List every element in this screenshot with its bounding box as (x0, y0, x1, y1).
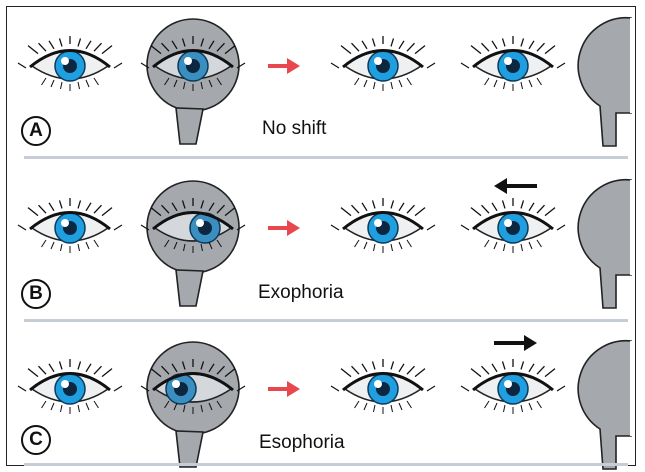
panel-b-occluder-side (578, 180, 631, 308)
panel-c-eye-start (18, 359, 122, 414)
panel-c-red-arrow (268, 381, 300, 397)
panel-c-letter: C (21, 425, 51, 455)
panel-a-red-arrow (268, 58, 300, 74)
panel-b-caption: Exophoria (258, 282, 344, 304)
panel-divider-2 (24, 319, 628, 322)
panel-b-letter: B (21, 279, 51, 309)
panel-c-shift-arrow-right (494, 335, 537, 351)
panel-divider-3 (24, 463, 628, 466)
panel-a-eye-start (18, 36, 122, 91)
panel-c-caption: Esophoria (259, 432, 345, 454)
panel-a-occluder-side (578, 18, 631, 146)
panel-a-eye-uncovered (331, 36, 435, 91)
panel-c-occluder-side (578, 341, 631, 469)
panel-b-eye-start (18, 198, 122, 253)
panel-b-red-arrow (268, 220, 300, 236)
panel-b-eye-fixating (461, 198, 565, 253)
panel-b-eye-uncovered (331, 198, 435, 253)
panel-a-eye-fixating (461, 36, 565, 91)
panel-c-eye-fixating (461, 359, 565, 414)
panel-a-letter: A (21, 116, 51, 146)
panel-c-eye-uncovered (331, 359, 435, 414)
panel-divider-1 (24, 156, 628, 159)
panel-a-caption: No shift (262, 118, 326, 140)
panel-b-shift-arrow-left (494, 178, 537, 194)
